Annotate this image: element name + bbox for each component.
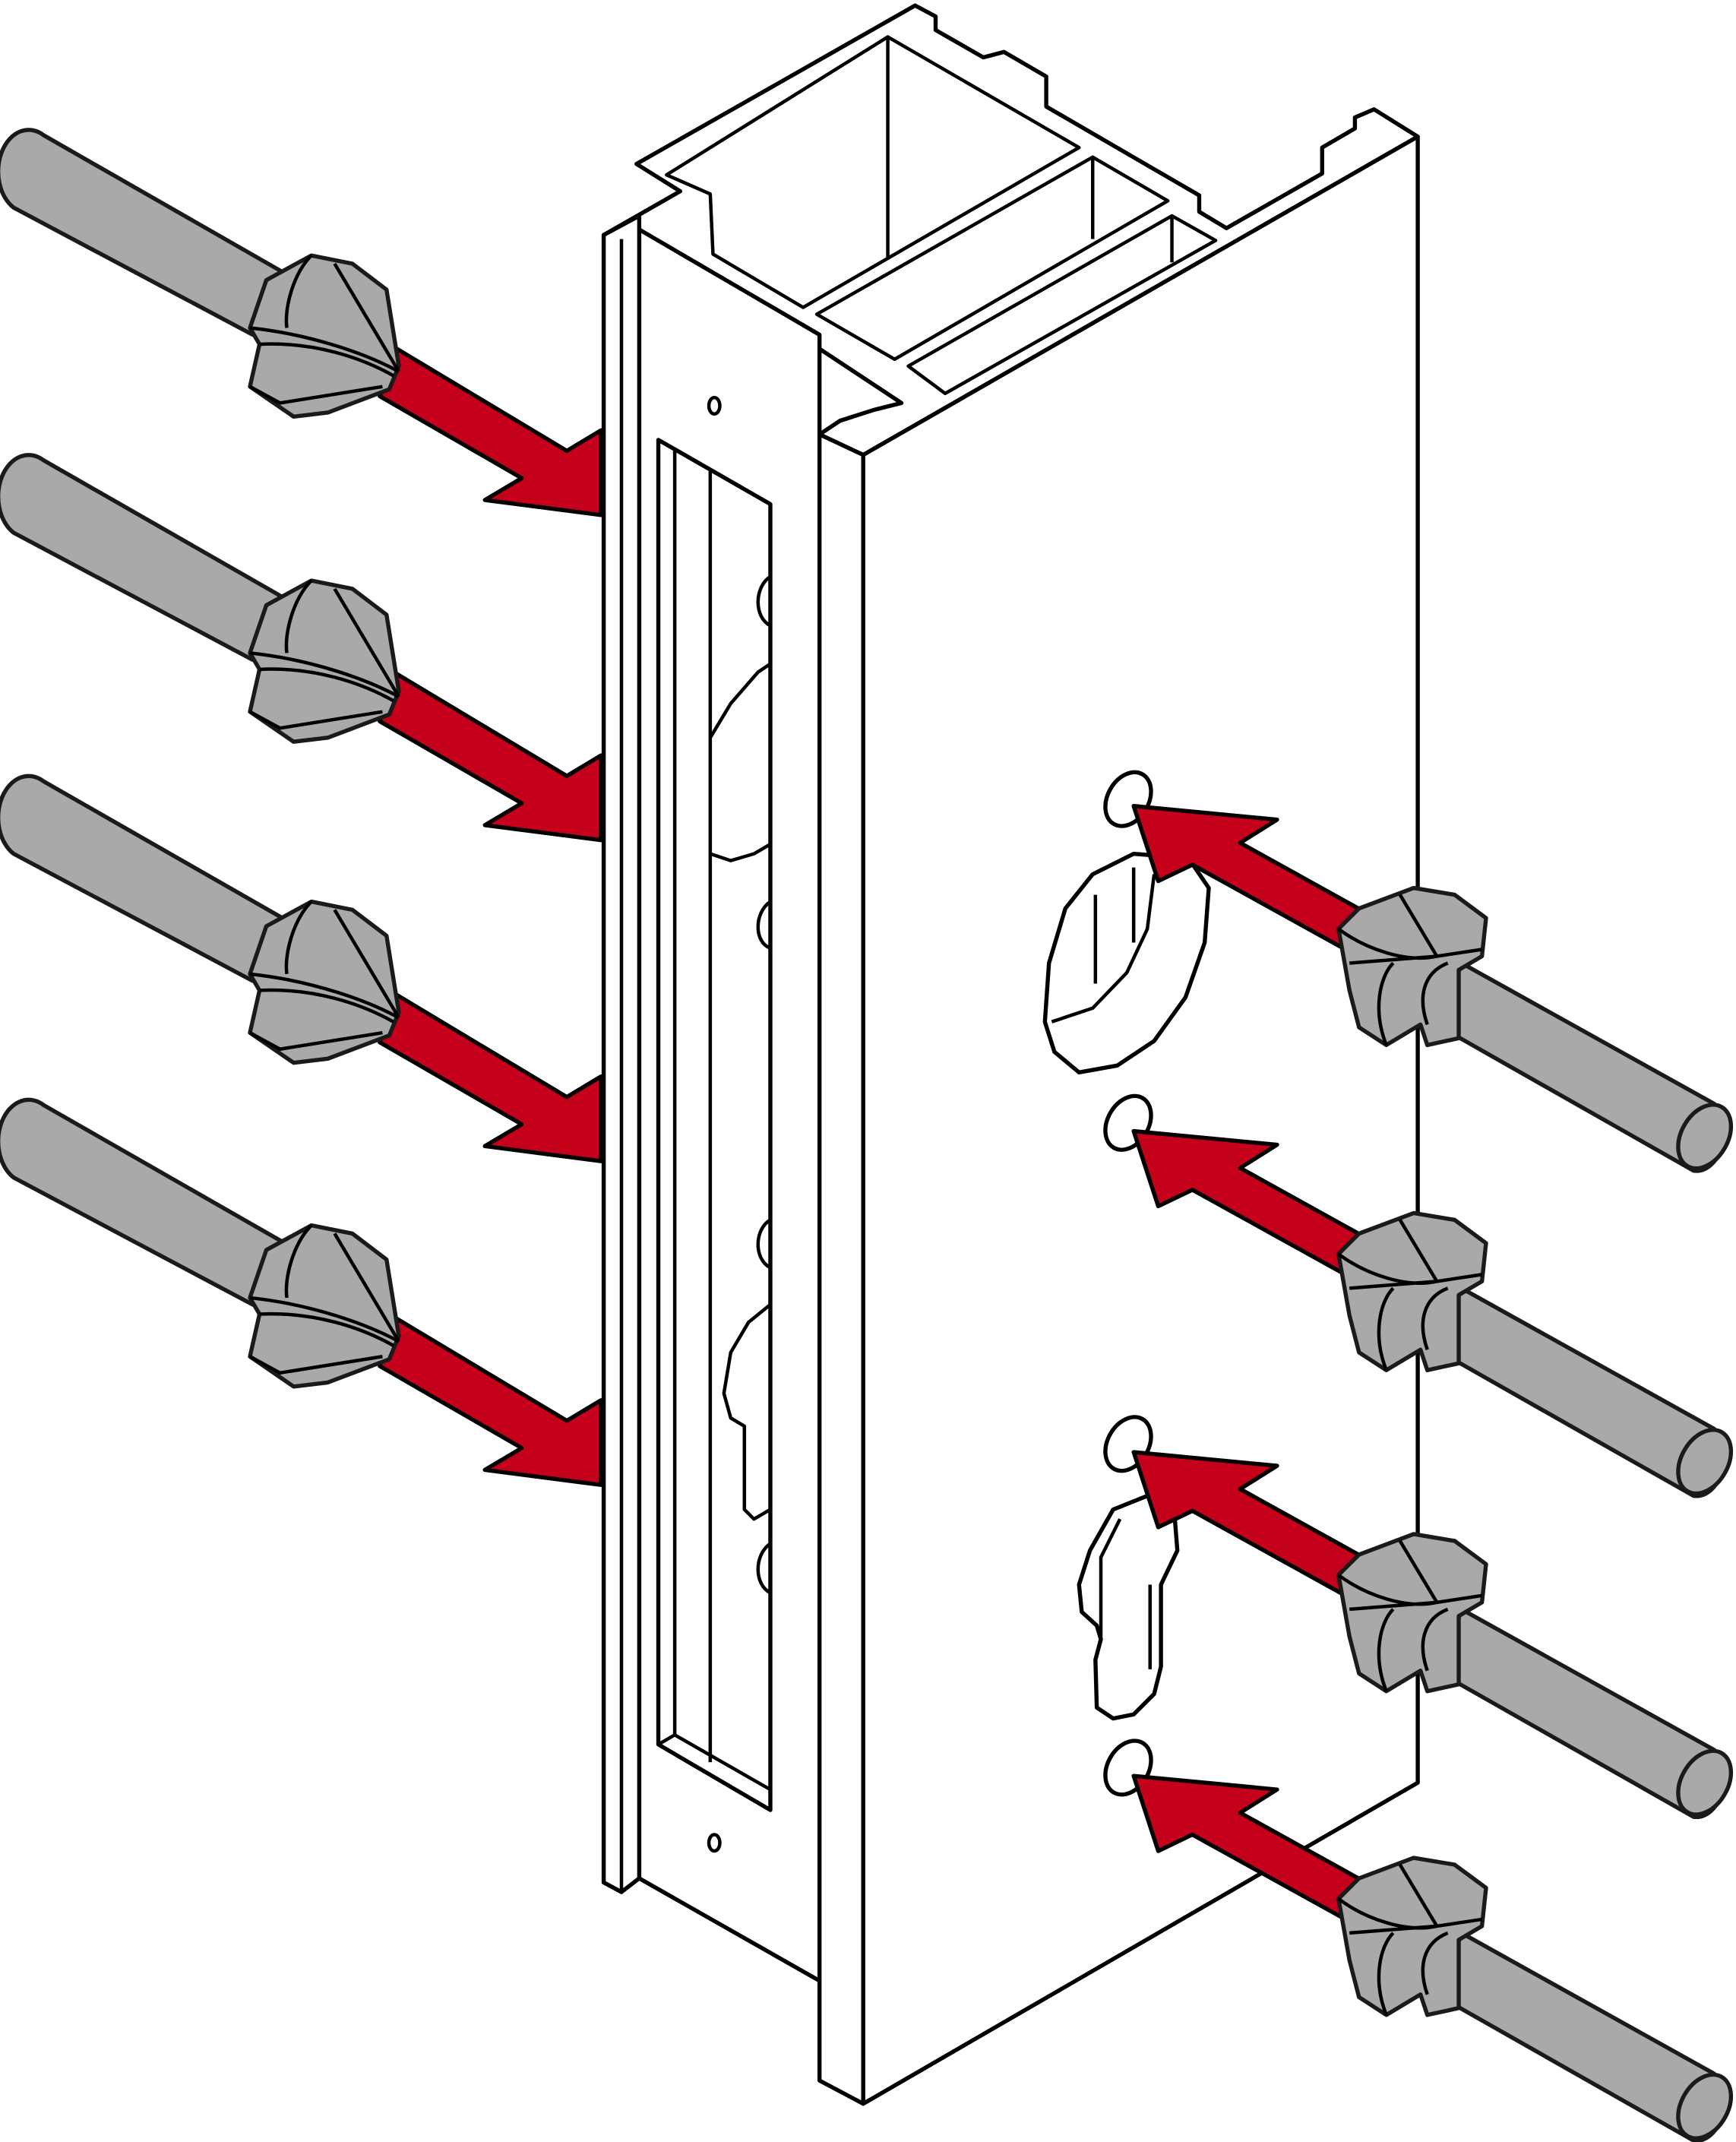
left-countersink-tool-1 [0,130,601,515]
right-countersink-tool-4 [1134,1776,1736,2142]
profile-chamber-3 [906,214,1218,396]
aluminium-profile [601,3,1420,2106]
lock-slot [656,438,773,1812]
slot-edge [657,1732,772,1792]
profile-front-strip [817,432,865,2106]
left-countersink-tool-4 [0,1099,601,1485]
handle-hole-edge [1051,867,1156,1024]
left-countersink-tool-2 [0,455,601,840]
slot-hole-edge [708,662,772,862]
keyhole-edge [1099,1518,1152,1669]
handle-hole [1042,851,1211,1074]
fixing-hole [707,1833,722,1853]
fixing-hole [707,395,722,416]
slot-keyhole-edge [722,1303,772,1521]
profile-chamber-2 [814,155,1170,362]
left-countersink-tool-3 [0,776,601,1161]
slot-screw-holes [756,574,772,1595]
